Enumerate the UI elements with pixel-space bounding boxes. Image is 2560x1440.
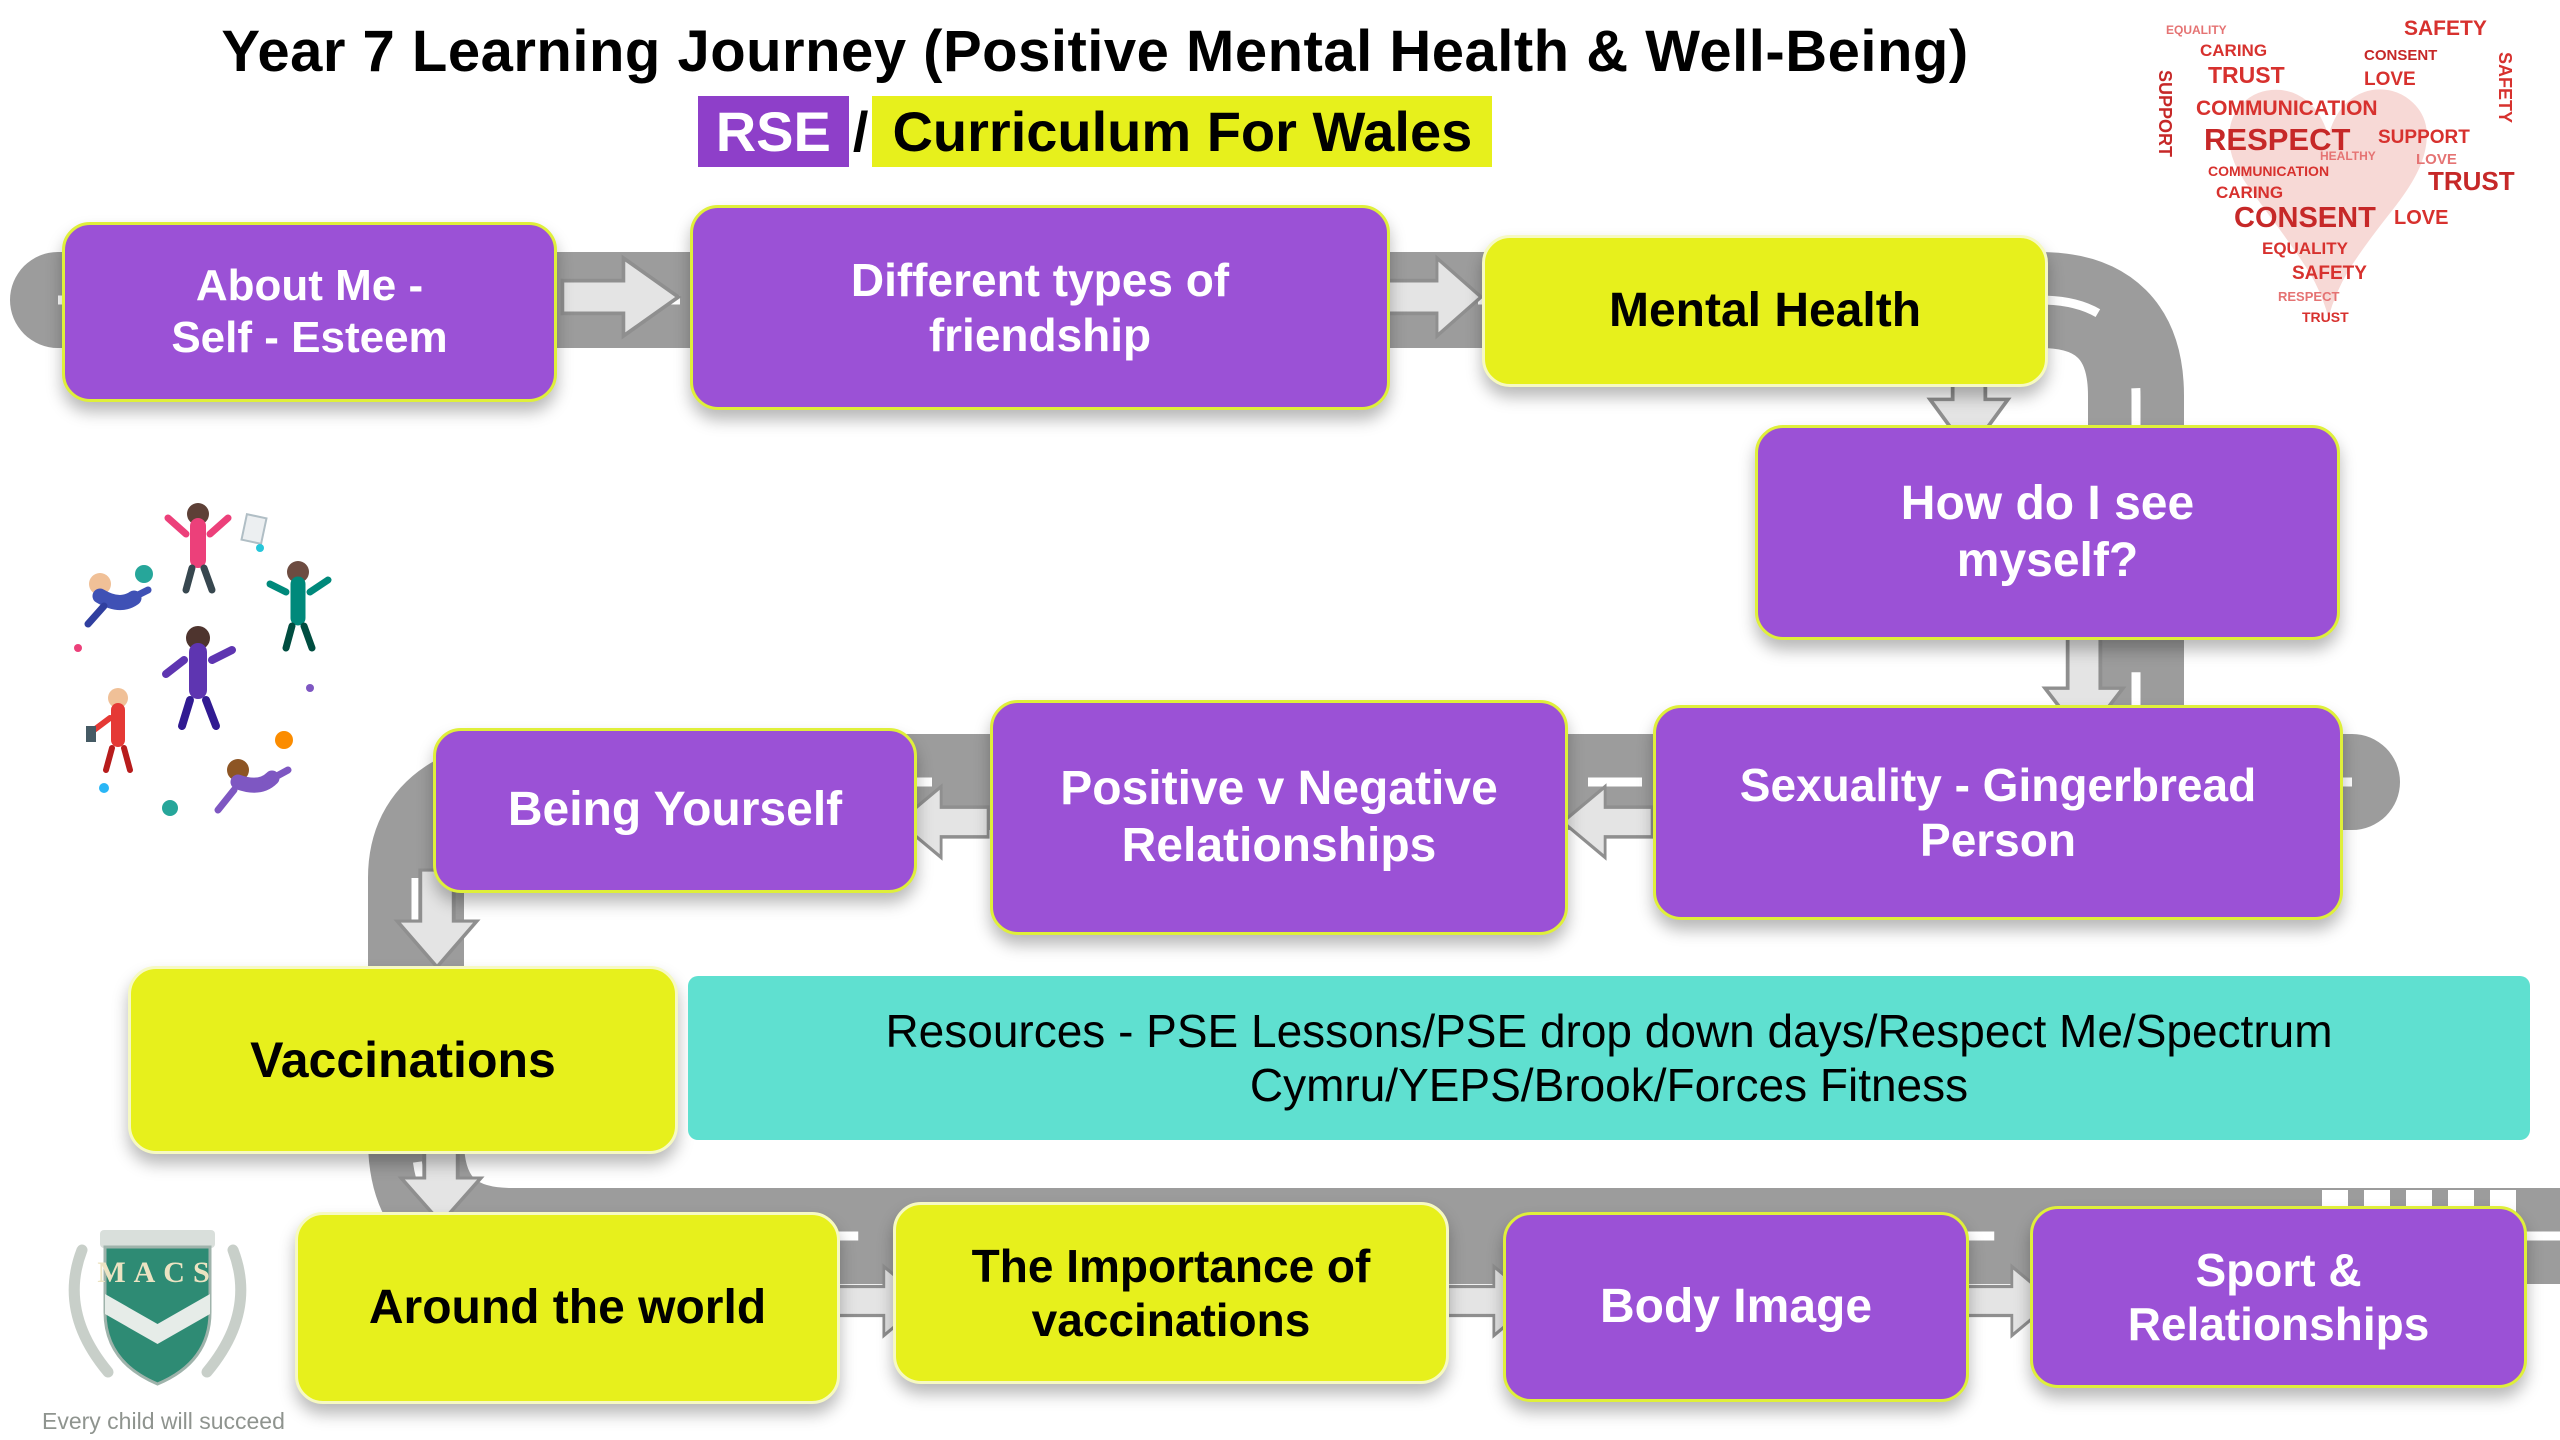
page-title: Year 7 Learning Journey (Positive Mental…	[221, 19, 1969, 84]
school-crest-logo: MACS	[68, 1230, 247, 1386]
node-positive-v-negative-relationships: Positive v Negative Relationships	[990, 700, 1568, 935]
node-how-do-i-see-myself: How do I see myself?	[1755, 425, 2340, 640]
heart-word: TRUST	[2428, 166, 2515, 196]
node-mental-health: Mental Health	[1482, 235, 2048, 387]
node-importance-of-vaccinations: The Importance of vaccinations	[893, 1202, 1449, 1384]
heart-word: LOVE	[2416, 151, 2457, 168]
school-motto: Every child will succeed	[42, 1408, 285, 1434]
node-different-types-of-friendship: Different types of friendship	[690, 205, 1390, 410]
arrow-left-icon	[1560, 782, 1654, 862]
heart-word: CARING	[2200, 41, 2268, 60]
heart-word: SUPPORT	[2378, 127, 2470, 148]
resources-banner: Resources - PSE Lessons/PSE drop down da…	[688, 976, 2530, 1140]
node-body-image: Body Image	[1503, 1212, 1969, 1402]
heart-word: CARING	[2216, 183, 2284, 202]
node-around-the-world: Around the world	[295, 1212, 840, 1404]
page-subtitle: RSE/Curriculum For Wales	[0, 96, 2190, 168]
heart-word: LOVE	[2394, 207, 2449, 229]
heart-word: TRUST	[2208, 62, 2285, 88]
heart-word: RESPECT	[2204, 122, 2351, 157]
node-vaccinations: Vaccinations	[128, 966, 678, 1154]
heart-icon: ♥	[2209, 0, 2447, 398]
children-clipart-illustration	[74, 503, 332, 816]
node-being-yourself: Being Yourself	[433, 728, 917, 893]
heart-word: LOVE	[2364, 69, 2416, 90]
heart-word: RESPECT	[2278, 289, 2340, 304]
node-sport-and-relationships: Sport & Relationships	[2030, 1206, 2527, 1388]
curriculum-highlight: Curriculum For Wales	[872, 96, 1493, 168]
heart-word: SAFETY	[2292, 263, 2367, 284]
heart-word: COMMUNICATION	[2196, 97, 2378, 120]
rse-highlight: RSE	[697, 96, 849, 168]
arrow-right-icon	[1386, 253, 1484, 341]
heart-word: CONSENT	[2364, 47, 2438, 64]
heart-word: TRUST	[2302, 309, 2349, 325]
arrow-left-icon	[896, 782, 990, 862]
heart-word: EQUALITY	[2262, 239, 2348, 258]
heart-word: HEALTHY	[2320, 149, 2376, 163]
heart-word: SAFETY	[2495, 52, 2515, 124]
heart-word: SAFETY	[2404, 17, 2487, 40]
subtitle-slash: /	[852, 100, 869, 163]
heart-word: CONSENT	[2234, 202, 2376, 234]
node-about-me: About Me - Self - Esteem	[62, 222, 557, 402]
crest-letters: MACS	[97, 1256, 217, 1289]
arrow-right-icon	[560, 253, 682, 341]
node-sexuality-gingerbread-person: Sexuality - Gingerbread Person	[1653, 705, 2343, 920]
heart-word: SUPPORT	[2155, 70, 2175, 158]
heart-word: EQUALITY	[2166, 23, 2227, 37]
heart-word: COMMUNICATION	[2208, 163, 2330, 179]
